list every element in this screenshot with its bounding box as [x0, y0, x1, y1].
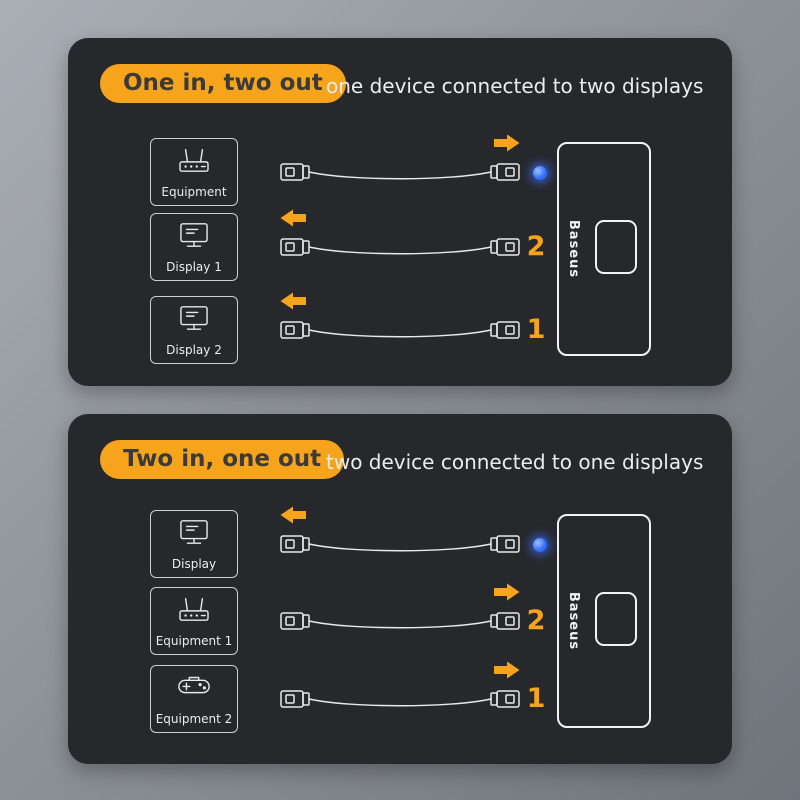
- device-label: Equipment: [161, 185, 227, 199]
- connection-row: Equipment 1 2: [68, 581, 732, 661]
- device-label: Display 2: [166, 343, 222, 357]
- hdmi-cable: [280, 321, 520, 339]
- panel-title-badge: Two in, one out: [100, 440, 345, 479]
- blue-led-indicator: [533, 166, 547, 180]
- router-icon: [177, 595, 211, 623]
- hdmi-cable: [280, 612, 520, 630]
- switch-button: [595, 592, 637, 646]
- connection-row: Display 2 1: [68, 290, 732, 370]
- device-label: Equipment 1: [155, 634, 233, 648]
- device-label: Display: [171, 557, 217, 571]
- port-number: 1: [526, 683, 546, 714]
- device-box-equipment: Equipment: [150, 138, 238, 206]
- connection-row: Display 1 2: [68, 207, 732, 287]
- hdmi-cable: [280, 238, 520, 256]
- panel-two-in-one-out: Two in, one out two device connected to …: [68, 414, 732, 764]
- hdmi-switch-device: Baseus: [557, 142, 651, 356]
- blue-led-indicator: [533, 538, 547, 552]
- gamepad-icon: [177, 673, 211, 699]
- panel-one-in-two-out: One in, two out one device connected to …: [68, 38, 732, 386]
- device-label: Display 1: [166, 260, 222, 274]
- panel-title: One in, two out: [123, 70, 323, 96]
- hdmi-cable: [280, 690, 520, 708]
- brand-label: Baseus: [566, 219, 581, 279]
- device-box-display-1: Display 1: [150, 213, 238, 281]
- port-number: 1: [526, 314, 546, 345]
- hdmi-cable: [280, 163, 520, 181]
- hdmi-switch-device: Baseus: [557, 514, 651, 728]
- device-box-equipment-1: Equipment 1: [150, 587, 238, 655]
- connection-row: Equipment 2 1: [68, 659, 732, 739]
- arrow-left-icon: [280, 209, 306, 227]
- connection-row: Display: [68, 504, 732, 584]
- monitor-icon: [177, 221, 211, 249]
- monitor-icon: [177, 518, 211, 546]
- connection-row: Equipment: [68, 132, 732, 212]
- device-box-equipment-2: Equipment 2: [150, 665, 238, 733]
- brand-label: Baseus: [566, 591, 581, 651]
- switch-button: [595, 220, 637, 274]
- panel-subtitle: two device connected to one displays: [326, 450, 704, 474]
- port-number: 2: [526, 231, 546, 262]
- arrow-right-icon: [494, 134, 520, 152]
- device-label: Equipment 2: [155, 712, 233, 726]
- arrow-left-icon: [280, 292, 306, 310]
- arrow-right-icon: [494, 661, 520, 679]
- panel-title: Two in, one out: [123, 446, 322, 472]
- port-number: 2: [526, 605, 546, 636]
- panel-subtitle: one device connected to two displays: [326, 74, 704, 98]
- hdmi-cable: [280, 535, 520, 553]
- router-icon: [177, 146, 211, 174]
- panel-title-badge: One in, two out: [100, 64, 346, 103]
- arrow-right-icon: [494, 583, 520, 601]
- device-box-display-2: Display 2: [150, 296, 238, 364]
- monitor-icon: [177, 304, 211, 332]
- device-box-display: Display: [150, 510, 238, 578]
- arrow-left-icon: [280, 506, 306, 524]
